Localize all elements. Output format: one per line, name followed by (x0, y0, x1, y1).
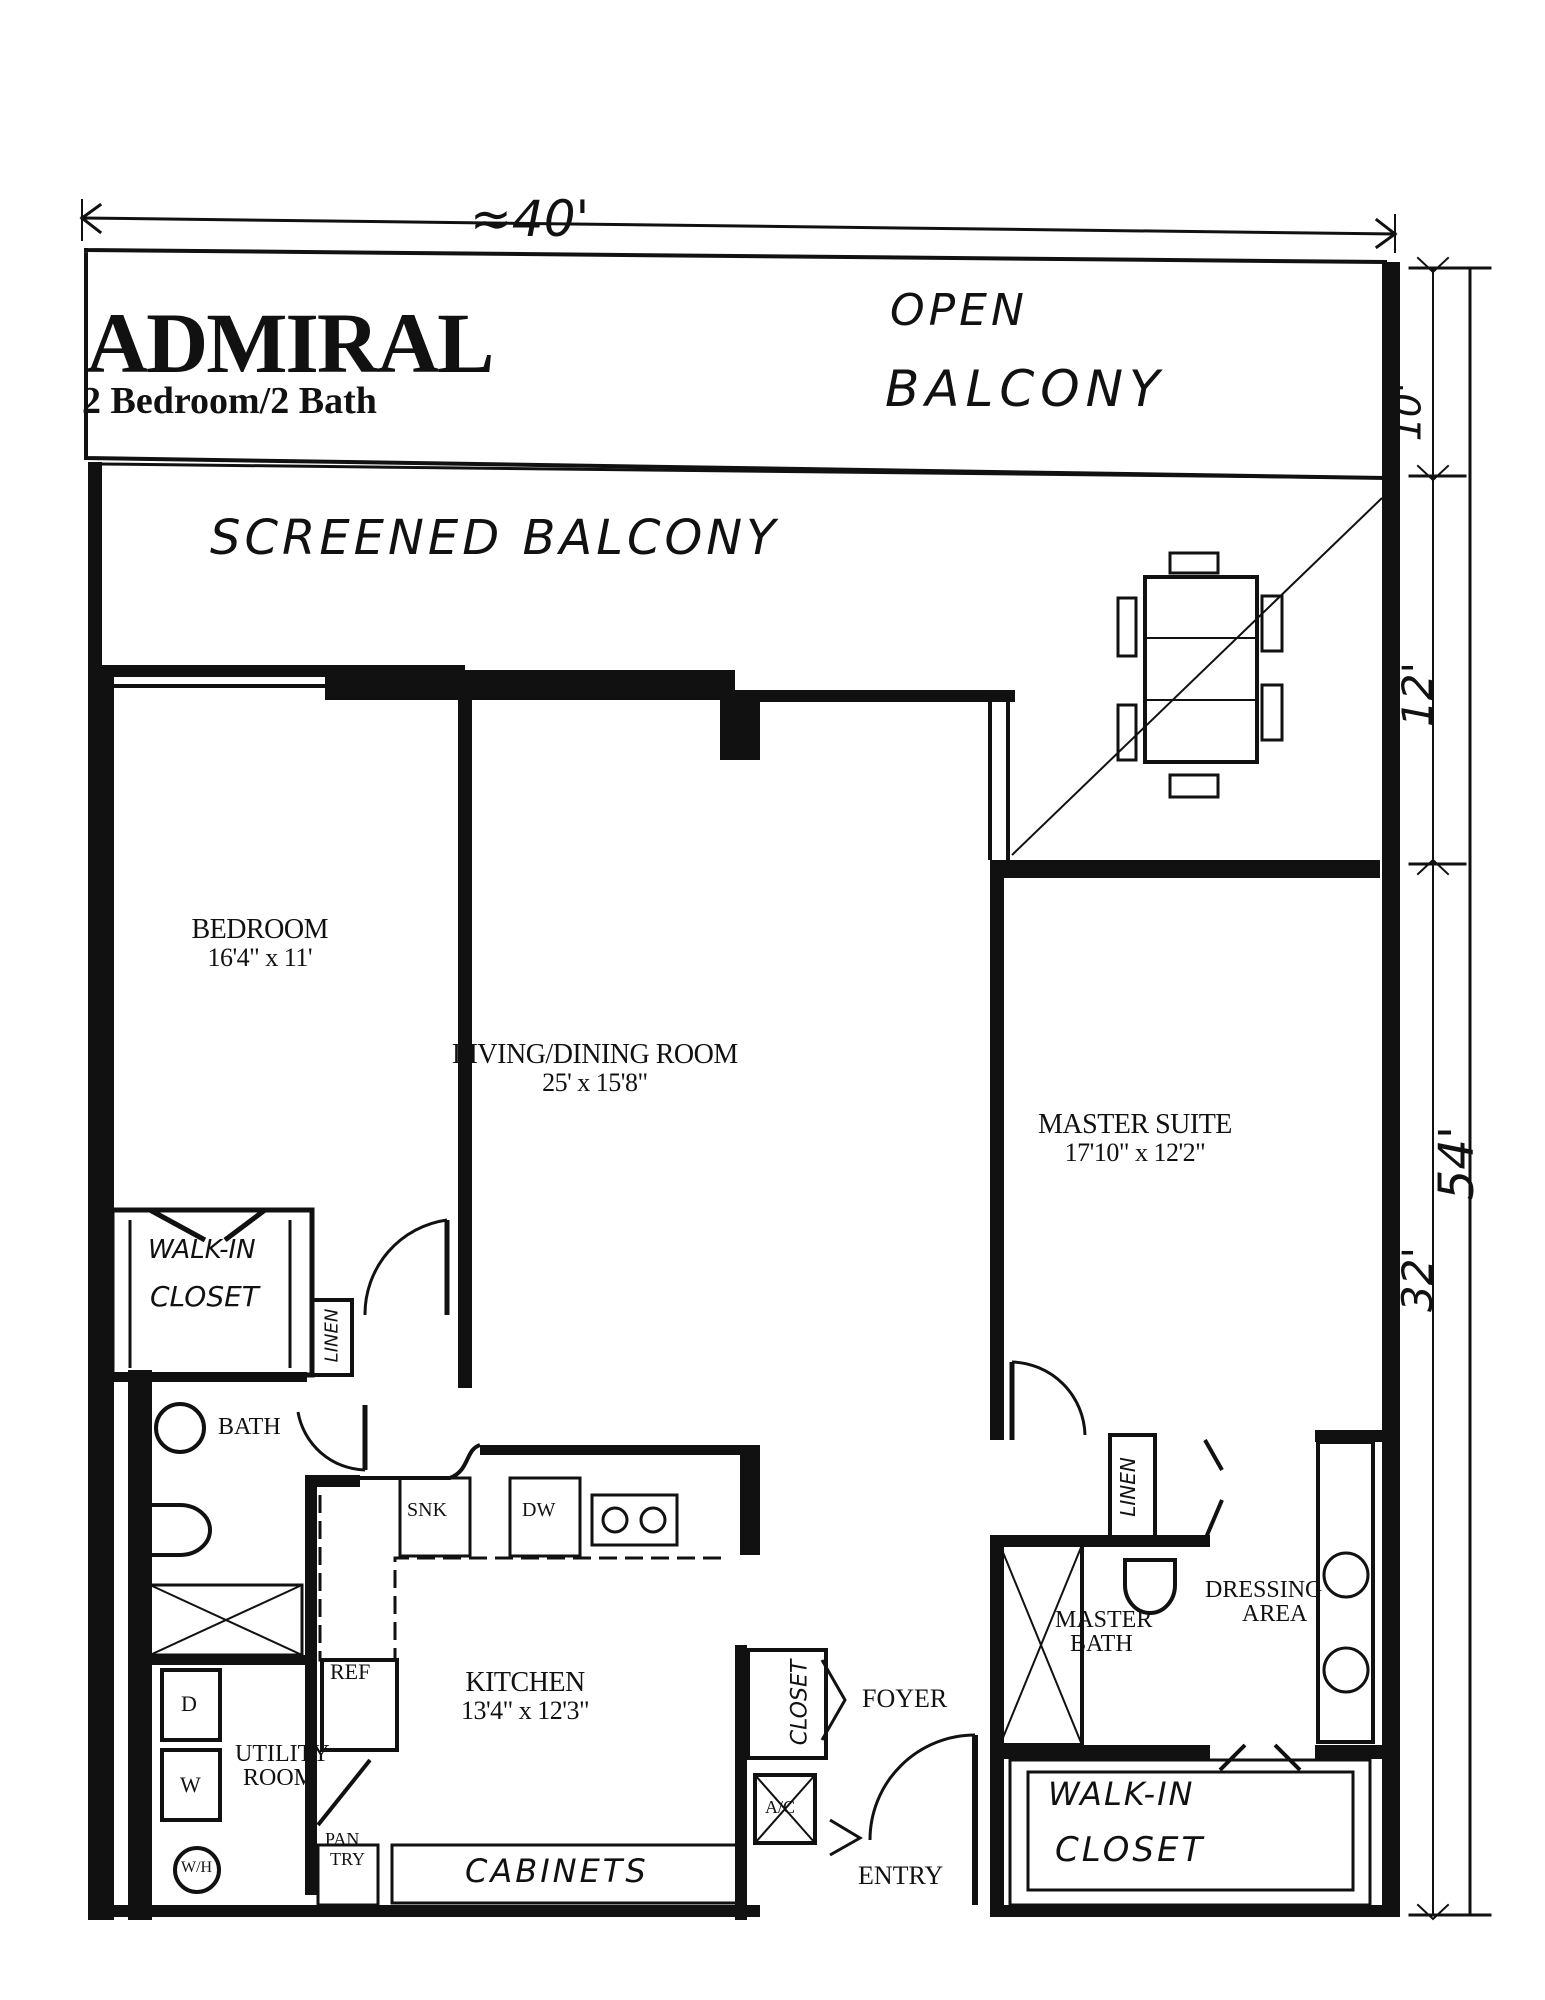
bath-door-swing (296, 1411, 366, 1472)
water-heater-label: W/H (181, 1859, 213, 1876)
cabinets-label: CABINETS (465, 1852, 649, 1890)
washer (160, 1748, 222, 1822)
bedroom-name: BEDROOM (191, 914, 329, 945)
kitchen-label: KITCHEN 13'4" x 12'3" (461, 1667, 590, 1726)
dining-chair (1116, 596, 1138, 658)
utility-room-label-line1: UTILITY (235, 1741, 330, 1767)
linen-closet-1 (310, 1298, 354, 1377)
dining-table (1143, 575, 1259, 764)
walk-in-closet-2-label-line2: CLOSET (1055, 1830, 1206, 1870)
master-bath-label-line1: MASTER (1055, 1607, 1153, 1633)
dining-chair (1260, 683, 1284, 742)
open-balcony-label-line1: OPEN (890, 285, 1028, 336)
kitchen-sink (398, 1476, 472, 1558)
washer-label: W (180, 1772, 201, 1797)
ac-label: A/C (765, 1797, 796, 1817)
bedroom-dims: 16'4" x 11' (207, 943, 313, 973)
master-toilet (1123, 1558, 1177, 1615)
closet-label: CLOSET (787, 1659, 813, 1746)
overall-width-label: ≈40' (470, 190, 590, 248)
master-suite-label: MASTER SUITE 17'10" x 12'2" (1038, 1110, 1232, 1167)
ref-label: REF (330, 1659, 371, 1684)
south-wall-right (990, 1905, 1390, 1917)
pantry-label-line1: PAN (325, 1829, 360, 1849)
cabinets (390, 1843, 739, 1905)
pantry (316, 1843, 380, 1907)
entry-door-swing (868, 1733, 976, 1841)
dim-12-label: 12' (1393, 662, 1442, 727)
dressing-vanity (1316, 1440, 1375, 1744)
dim-32-label: 32' (1393, 1247, 1442, 1312)
entry-label: ENTRY (858, 1861, 944, 1890)
bedroom-label: BEDROOM 16'4" x 11' (192, 915, 329, 972)
dishwasher (508, 1476, 582, 1558)
linen-closet-2 (1108, 1433, 1157, 1542)
walk-in-closet-2-label-line1: WALK-IN (1048, 1775, 1195, 1813)
bath-label: BATH (218, 1414, 281, 1440)
bedroom-living-wall (458, 700, 472, 1388)
walk-in-closet-1-label-line1: WALK-IN (148, 1235, 256, 1265)
master-bath-label-line2: BATH (1070, 1631, 1133, 1657)
living-dining-name: LIVING/DINING ROOM (452, 1039, 738, 1070)
plan-title: ADMIRAL (86, 295, 494, 391)
ac-unit (753, 1773, 817, 1845)
bedroom-door-swing (363, 1218, 448, 1316)
dw-label: DW (522, 1499, 556, 1521)
foyer-label: FOYER (862, 1684, 948, 1713)
walk-in-closet-1-label-line2: CLOSET (150, 1280, 259, 1313)
walk-in-closet-1 (109, 1207, 315, 1378)
open-balcony-label-line2: BALCONY (885, 360, 1166, 418)
water-heater (173, 1846, 221, 1894)
dressing-area-label-line1: DRESSING (1205, 1577, 1323, 1603)
bath-toilet (148, 1503, 212, 1557)
screen-diagonal (1011, 497, 1383, 856)
master-door-swing (1011, 1360, 1087, 1436)
linen-2-label: LINEN (1115, 1457, 1140, 1517)
linen-1-label: LINEN (321, 1308, 343, 1363)
dryer (160, 1668, 222, 1742)
dim-54-label: 54' (1429, 1125, 1486, 1201)
sink-label: SNK (407, 1499, 448, 1521)
master-suite-name: MASTER SUITE (1038, 1109, 1232, 1140)
dining-chair (1260, 594, 1284, 653)
stove (590, 1493, 679, 1547)
living-dining-label: LIVING/DINING ROOM 25' x 15'8" (452, 1040, 738, 1097)
kitchen-dims: 13'4" x 12'3" (461, 1696, 590, 1726)
master-suite-dims: 17'10" x 12'2" (1064, 1138, 1206, 1168)
dining-chair (1168, 773, 1220, 799)
bath-sink (154, 1402, 206, 1454)
living-dining-dims: 25' x 15'8" (542, 1068, 648, 1098)
east-exterior-wall (1382, 262, 1400, 1917)
pantry-label-line2: TRY (330, 1849, 366, 1869)
dryer-label: D (181, 1691, 197, 1716)
screened-balcony-label: SCREENED BALCONY (210, 510, 780, 566)
foyer-closet (746, 1648, 828, 1760)
walk-in-closet-2 (1008, 1758, 1372, 1907)
south-wall-left (110, 1905, 760, 1917)
width-dimension-line (80, 216, 1397, 236)
kitchen-name: KITCHEN (465, 1667, 585, 1698)
utility-room-label-line2: ROOM (243, 1765, 316, 1791)
dim-10-label: 10' (1385, 382, 1430, 442)
refrigerator (320, 1658, 399, 1752)
dining-chair (1168, 551, 1220, 575)
master-shower (998, 1543, 1084, 1747)
dining-chair (1116, 703, 1138, 762)
bath-shower (148, 1583, 304, 1657)
plan-subtitle: 2 Bedroom/2 Bath (82, 380, 377, 422)
dressing-area-label-line2: AREA (1242, 1601, 1308, 1627)
